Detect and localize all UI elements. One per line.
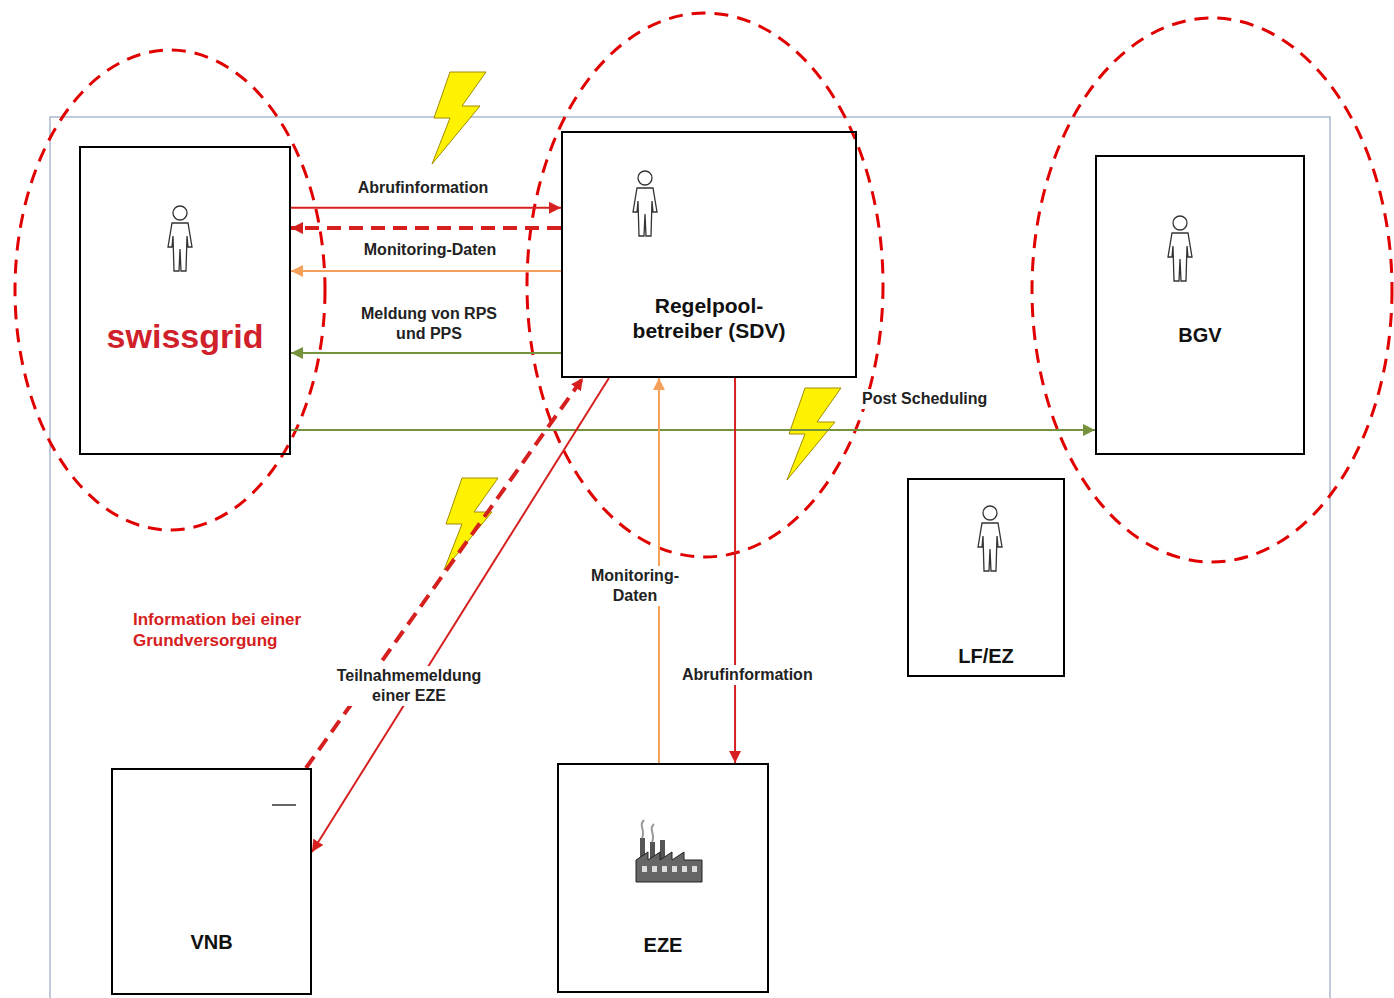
connector-arrow	[291, 207, 561, 209]
connector-label: Meldung von RPS und PPS	[352, 304, 506, 344]
connector-arrow	[306, 378, 583, 768]
actor-box: Regelpool- betreiber (SDV)	[561, 131, 857, 378]
connector-arrow	[291, 226, 561, 230]
node-label: swissgrid	[107, 316, 264, 357]
lightning-bolt	[432, 72, 486, 164]
connector-label: Monitoring- Daten	[578, 566, 692, 606]
actor-box: LF/EZ	[907, 478, 1065, 677]
actor-box: swissgrid	[79, 146, 291, 455]
connector-arrow	[291, 352, 561, 354]
lightning-bolt	[444, 478, 498, 570]
node-label: Regelpool- betreiber (SDV)	[609, 293, 809, 343]
factory-icon	[636, 820, 702, 882]
connector-label: Abrufinformation	[680, 665, 815, 685]
plant-box: EZE	[557, 763, 769, 993]
connector-label: Monitoring-Daten	[338, 240, 522, 260]
node-label: EZE	[644, 933, 683, 957]
actor-ellipse	[15, 50, 325, 530]
person-icon	[1168, 216, 1192, 281]
actor-ellipse	[1032, 18, 1392, 562]
lightning-bolt	[787, 388, 841, 480]
node-label: LF/EZ	[958, 644, 1014, 668]
node-label: BGV	[1178, 323, 1221, 347]
connector-label: Post Scheduling	[860, 389, 989, 409]
actor-box: BGV	[1095, 155, 1305, 455]
connector-label: Teilnahmemeldung einer EZE	[318, 666, 500, 706]
actor-ellipse	[527, 13, 883, 557]
person-icon	[978, 506, 1002, 571]
connector-arrow	[291, 429, 1095, 431]
connector-arrow	[291, 270, 561, 272]
node-label: VNB	[190, 930, 232, 954]
connector-label: Abrufinformation	[336, 178, 510, 198]
person-icon	[168, 206, 192, 271]
connector-arrow	[734, 378, 736, 763]
dash-mark	[272, 804, 296, 806]
operator-box: VNB	[111, 768, 312, 995]
connector-label: Information bei einer Grundversorgung	[131, 609, 385, 652]
person-icon	[633, 171, 657, 236]
